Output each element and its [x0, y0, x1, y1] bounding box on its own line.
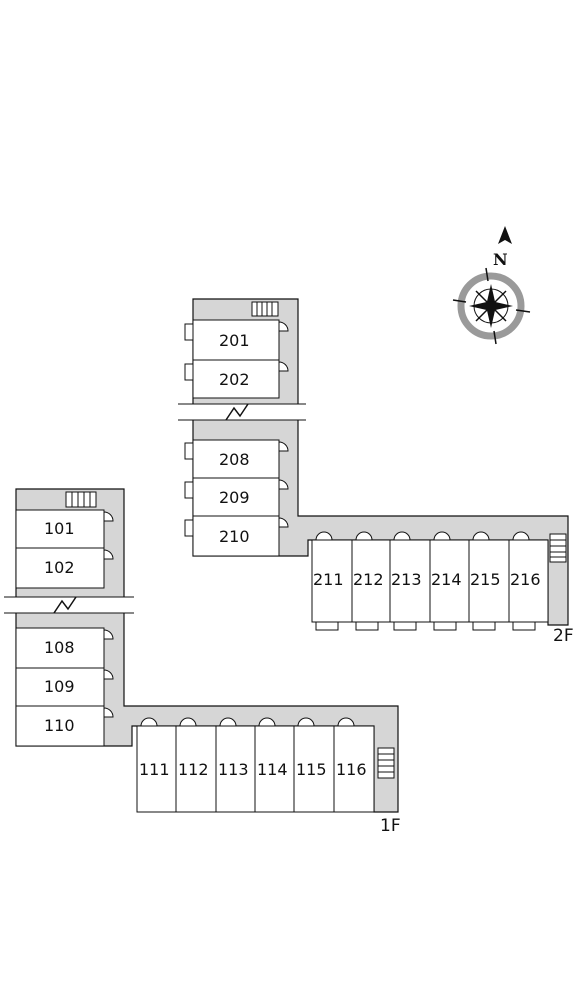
unit-label: 211	[313, 570, 344, 589]
unit-label: 114	[257, 760, 288, 779]
unit-label: 102	[44, 558, 75, 577]
unit-label: 213	[391, 570, 422, 589]
floor-1-west-block	[15, 509, 114, 747]
stair-icon	[377, 747, 395, 779]
stair-icon	[251, 301, 279, 317]
unit-label: 210	[219, 527, 250, 546]
floor-label: 2F	[553, 626, 574, 646]
unit-label: 216	[510, 570, 541, 589]
plan-break-mark	[178, 403, 306, 421]
stair-icon	[65, 491, 97, 508]
unit-label: 202	[219, 370, 250, 389]
unit-label: 214	[431, 570, 462, 589]
floor-1-plan: 101 102 108 109 110 111 112 113 114 115 …	[4, 488, 401, 836]
unit-label: 208	[219, 450, 250, 469]
unit-label: 215	[470, 570, 501, 589]
unit-label: 212	[353, 570, 384, 589]
north-label: N	[493, 250, 508, 269]
unit-label: 111	[139, 760, 170, 779]
unit-label: 108	[44, 638, 75, 657]
unit-label: 101	[44, 519, 75, 538]
floor-2-west-block	[184, 319, 289, 557]
unit-label: 112	[178, 760, 209, 779]
floor-label: 1F	[380, 816, 401, 836]
unit-label: 113	[218, 760, 249, 779]
unit-label: 201	[219, 331, 250, 350]
floor-1-south-block	[136, 717, 375, 813]
plan-break-mark	[4, 596, 134, 614]
unit-label: 110	[44, 716, 75, 735]
unit-label: 209	[219, 488, 250, 507]
floor-2-south-block	[311, 531, 549, 631]
north-arrow-icon: N	[493, 226, 512, 269]
compass-icon	[452, 267, 531, 345]
unit-label: 116	[336, 760, 367, 779]
floor-2-plan: 201 202 208 209 210 211 212 213 214 215 …	[178, 298, 574, 646]
unit-label: 109	[44, 677, 75, 696]
unit-label: 115	[296, 760, 327, 779]
stair-icon	[549, 533, 567, 563]
